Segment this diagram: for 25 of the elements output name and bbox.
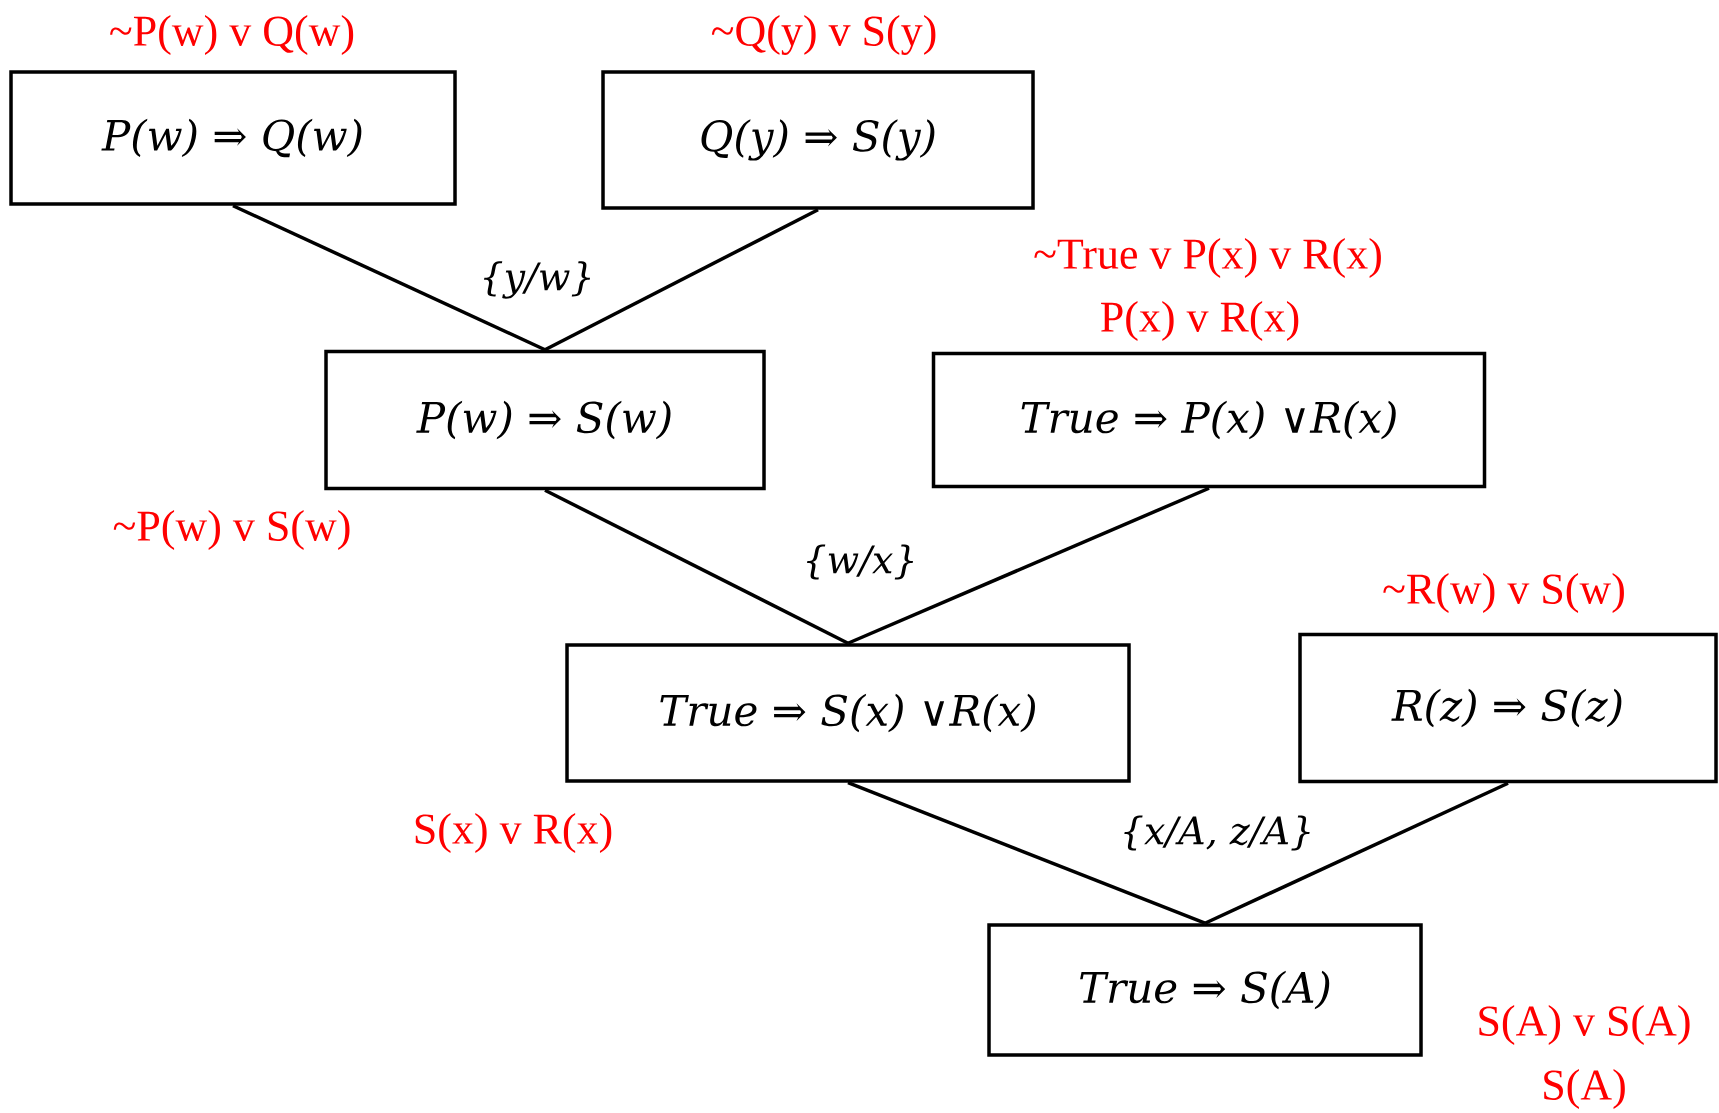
clause-text: S(A) [1544,1069,1625,1109]
connector-line [847,781,1206,925]
formula-box: P(w) ⇒ Q(w) [9,70,457,206]
clause-text: S(A) v S(A) [1479,1005,1690,1045]
clause-text: ~R(w) v S(w) [1383,573,1624,613]
connector-line [232,204,546,352]
clause-text: P(x) v R(x) [1101,301,1299,341]
formula-box: True ⇒ S(x) ∨R(x) [565,643,1131,783]
edge-label: {y/w} [477,259,597,301]
connector-line [847,486,1210,645]
edge-label: {x/A, z/A} [1117,813,1317,853]
edge-label: {w/x} [800,542,920,582]
connector-line [1204,781,1509,925]
clause-text: ~P(w) v Q(w) [110,15,354,55]
formula-box: True ⇒ P(x) ∨R(x) [931,351,1487,489]
connector-line [544,488,849,645]
clause-text: ~True v P(x) v R(x) [1034,238,1381,278]
clause-text: ~P(w) v S(w) [113,510,350,550]
formula-box: Q(y) ⇒ S(y) [601,70,1035,210]
formula-box: R(z) ⇒ S(z) [1298,632,1718,784]
clause-text: ~Q(y) v S(y) [711,15,936,55]
connector-line [544,208,819,352]
formula-box: P(w) ⇒ S(w) [324,349,766,491]
formula-box: True ⇒ S(A) [987,923,1423,1057]
clause-text: S(x) v R(x) [415,813,612,853]
